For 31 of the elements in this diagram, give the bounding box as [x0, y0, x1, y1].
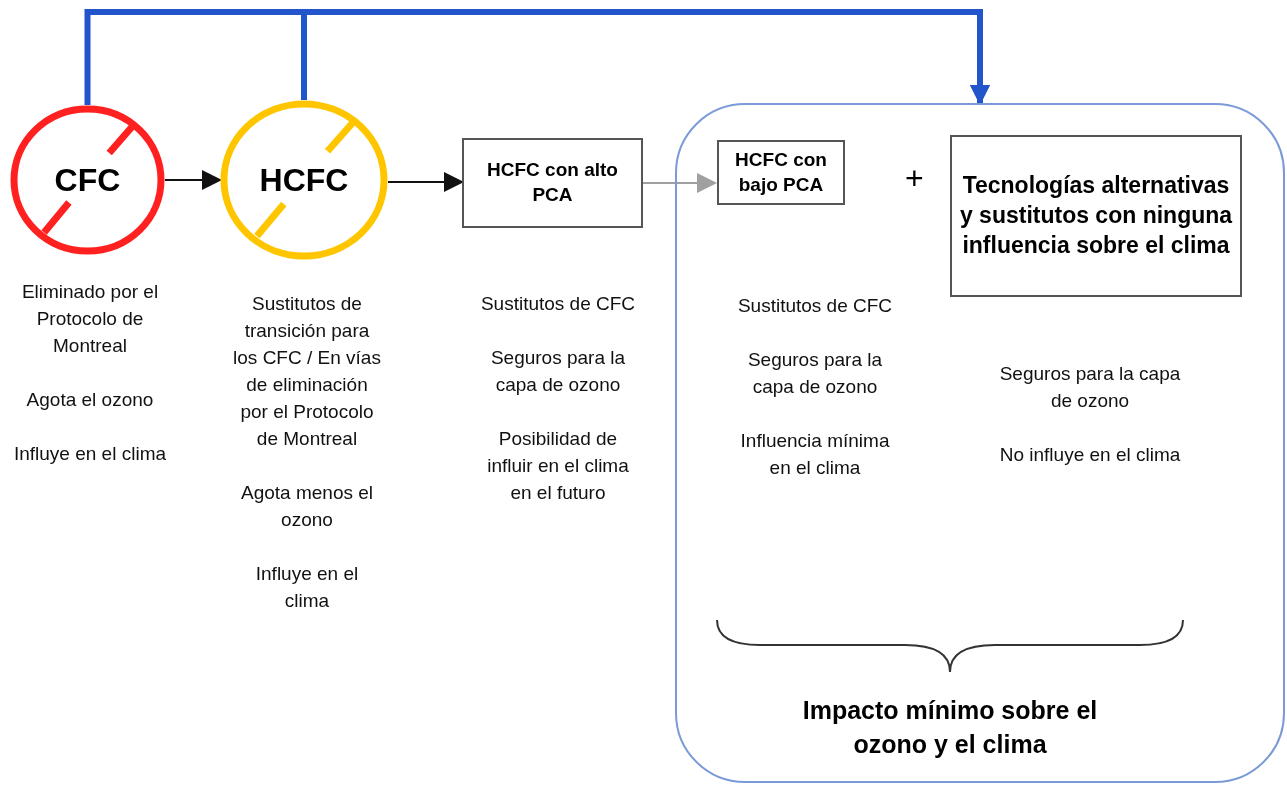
description-text: Sustitutos de CFC — [479, 292, 637, 316]
description-text: No influye en el clima — [998, 443, 1182, 467]
arrow — [642, 173, 717, 193]
description-text: Sustitutos de CFC — [736, 294, 894, 318]
node-label: HCFC con alto PCA — [486, 158, 619, 207]
node-label: HCFC con bajo PCA — [734, 147, 828, 197]
plus-sign: + — [905, 160, 924, 197]
arrow — [387, 172, 464, 192]
description-text: Seguros para la capa de ozono — [489, 346, 627, 397]
node-label: Tecnologías alternativas y sustitutos con ninguna influencia sobre el clima — [958, 171, 1234, 260]
node-label: HCFC — [259, 161, 349, 199]
process-box — [717, 140, 845, 205]
description-text: Influye en el clima — [254, 562, 360, 613]
group-box — [675, 103, 1285, 783]
description-text: Agota el ozono — [25, 388, 155, 412]
description-text: Posibilidad de influir en el clima en el futuro — [486, 427, 630, 505]
process-box — [462, 138, 643, 228]
prohibition-sign — [10, 105, 165, 255]
description-text: Seguros para la capa de ozono — [746, 348, 884, 399]
group-title: Impacto mínimo sobre el ozono y el clima — [801, 695, 1099, 760]
description-text: Agota menos el ozono — [240, 481, 374, 532]
arrow — [301, 9, 990, 105]
description-text: Influye en el clima — [12, 442, 168, 466]
description-text: Seguros para la capa de ozono — [998, 362, 1182, 413]
prohibition-sign — [220, 100, 388, 260]
description-text: Sustitutos de transición para los CFC / En vías de eliminación por el Protocolo de Montreal — [232, 292, 382, 451]
arrow — [164, 170, 222, 190]
process-box — [950, 135, 1242, 297]
description-text: Influencia mínima en el clima — [739, 429, 891, 480]
node-label: CFC — [54, 161, 121, 199]
description-text: Eliminado por el Protocolo de Montreal — [20, 280, 160, 358]
